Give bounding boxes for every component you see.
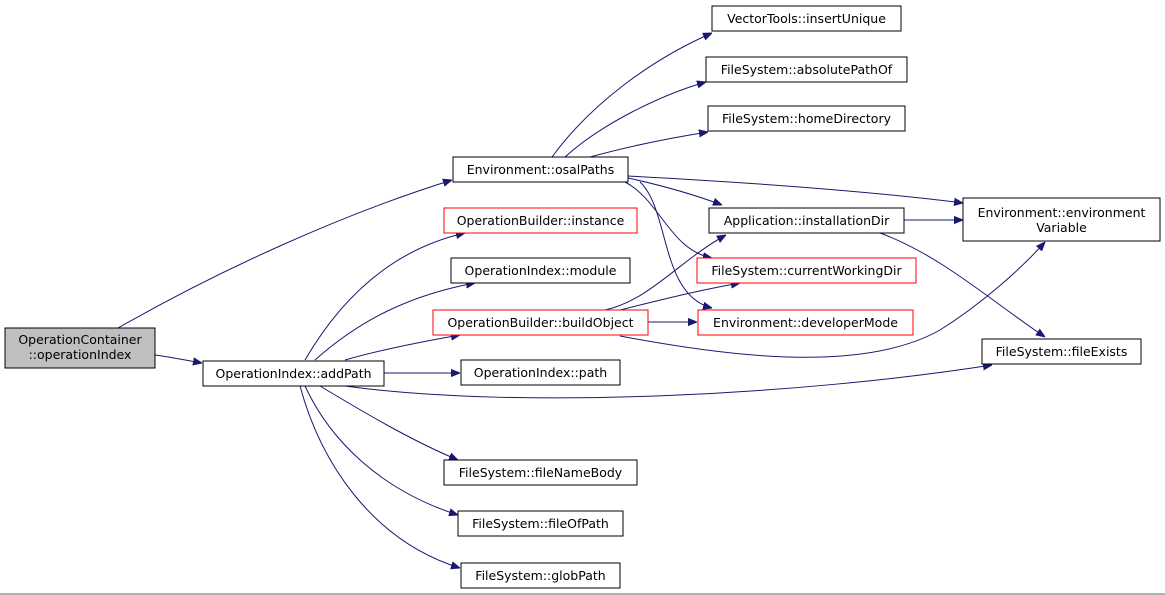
node-current-working-dir[interactable]: FileSystem::currentWorkingDir (696, 257, 917, 284)
node-build-object[interactable]: OperationBuilder::buildObject (432, 309, 649, 336)
node-root-line1: OperationContainer (18, 332, 142, 347)
node-environment-variable-line1: Environment::environment (978, 205, 1146, 220)
node-add-path[interactable]: OperationIndex::addPath (202, 360, 385, 387)
node-insert-unique-label: VectorTools::insertUnique (727, 11, 886, 26)
node-environment-variable[interactable]: Environment::environment Variable (962, 197, 1161, 242)
edge-addpath-to-filenamebody (319, 385, 458, 460)
edge-addpath-to-globpath (299, 385, 460, 568)
edge-addpath-to-fileofpath (304, 385, 458, 515)
node-file-exists-label: FileSystem::fileExists (996, 344, 1128, 359)
edge-root-to-addpath (154, 354, 202, 363)
node-glob-path[interactable]: FileSystem::globPath (460, 562, 621, 589)
edge-osalpaths-to-currentworkingdir (624, 181, 712, 258)
node-absolute-path-of[interactable]: FileSystem::absolutePathOf (705, 56, 908, 83)
edge-buildobject-to-currentworkingdir (619, 283, 740, 311)
node-file-of-path-label: FileSystem::fileOfPath (472, 516, 609, 531)
edge-osalpaths-to-homedirectory (589, 132, 708, 158)
node-build-object-label: OperationBuilder::buildObject (447, 315, 633, 330)
node-home-directory[interactable]: FileSystem::homeDirectory (707, 105, 906, 132)
node-index-path-label: OperationIndex::path (474, 365, 607, 380)
node-file-name-body-label: FileSystem::fileNameBody (459, 465, 623, 480)
node-index-path[interactable]: OperationIndex::path (460, 359, 621, 386)
edge-installationdir-to-fileexists (879, 232, 1045, 337)
nodes: OperationContainer ::operationIndex Oper… (4, 5, 1161, 589)
edge-addpath-to-indexmodule (314, 283, 475, 361)
node-builder-instance[interactable]: OperationBuilder::instance (443, 207, 638, 234)
edge-osalpaths-to-installationdir (627, 177, 722, 205)
node-file-exists[interactable]: FileSystem::fileExists (981, 338, 1142, 365)
node-installation-dir[interactable]: Application::installationDir (708, 207, 905, 234)
node-builder-instance-label: OperationBuilder::instance (457, 213, 625, 228)
node-installation-dir-label: Application::installationDir (724, 213, 890, 228)
edge-addpath-to-fileexists (344, 365, 992, 399)
node-root-line2: ::operationIndex (29, 347, 132, 362)
node-environment-variable-line2: Variable (1036, 220, 1087, 235)
edge-osalpaths-to-environmentvariable (627, 175, 963, 203)
edge-addpath-to-builderinstance (304, 233, 465, 361)
node-add-path-label: OperationIndex::addPath (215, 366, 371, 381)
node-insert-unique[interactable]: VectorTools::insertUnique (711, 5, 902, 32)
node-developer-mode-label: Environment::developerMode (713, 315, 898, 330)
node-current-working-dir-label: FileSystem::currentWorkingDir (711, 263, 902, 278)
node-root[interactable]: OperationContainer ::operationIndex (4, 327, 156, 369)
node-index-module[interactable]: OperationIndex::module (450, 257, 631, 284)
node-index-module-label: OperationIndex::module (465, 263, 617, 278)
edges (117, 33, 1045, 568)
node-developer-mode[interactable]: Environment::developerMode (697, 309, 914, 336)
bottom-border (0, 593, 1165, 595)
node-file-name-body[interactable]: FileSystem::fileNameBody (443, 459, 638, 486)
node-osal-paths[interactable]: Environment::osalPaths (452, 156, 629, 183)
node-absolute-path-of-label: FileSystem::absolutePathOf (721, 62, 893, 77)
edge-osalpaths-to-insertunique (551, 33, 712, 158)
edge-buildobject-to-environmentvariable (619, 242, 1045, 358)
edge-root-to-osalpaths (117, 180, 452, 329)
node-file-of-path[interactable]: FileSystem::fileOfPath (457, 510, 624, 537)
node-glob-path-label: FileSystem::globPath (475, 568, 605, 583)
edge-buildobject-to-installationdir (604, 235, 726, 311)
edge-osalpaths-to-developermode (639, 181, 712, 308)
node-osal-paths-label: Environment::osalPaths (467, 162, 615, 177)
edge-addpath-to-buildobject (344, 335, 460, 361)
node-home-directory-label: FileSystem::homeDirectory (722, 111, 892, 126)
edge-osalpaths-to-absolutepathof (564, 82, 706, 158)
